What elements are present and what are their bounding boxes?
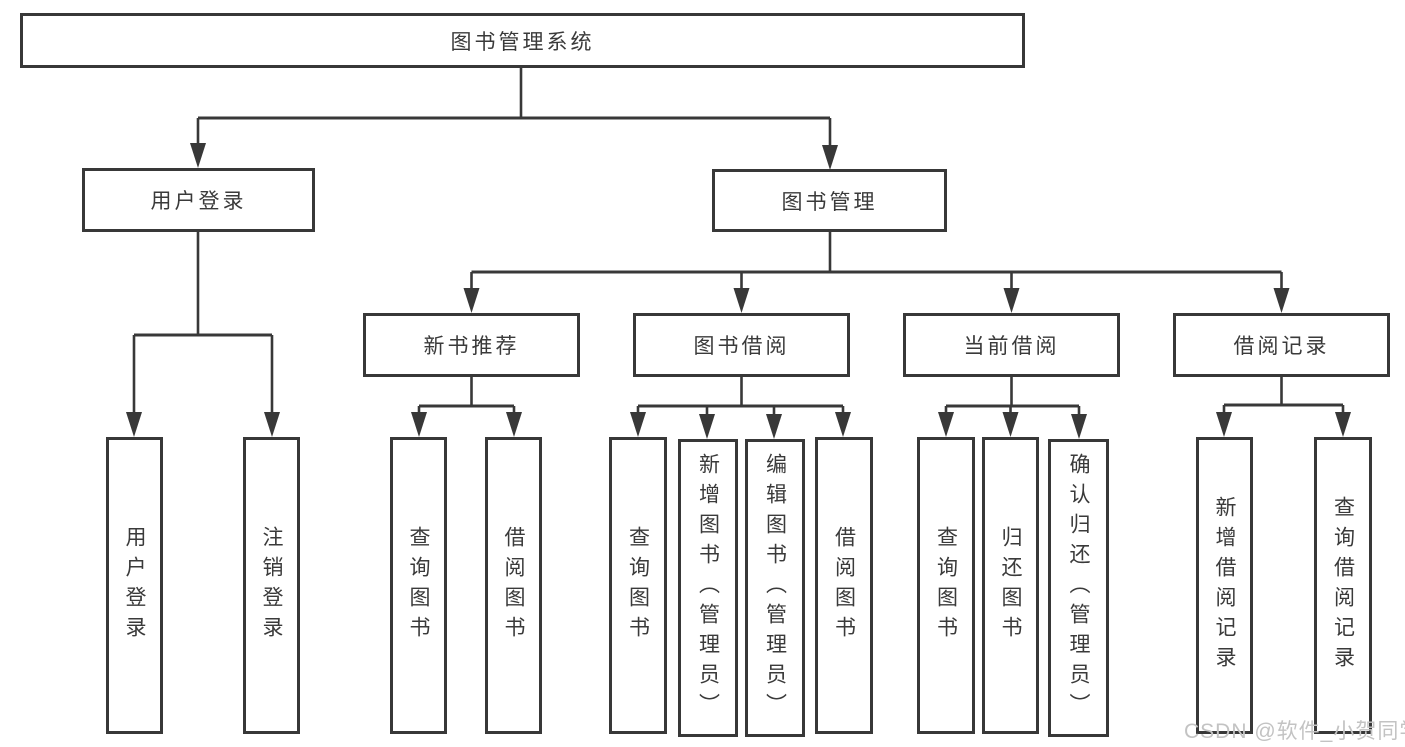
node-label: 新书推荐 [423, 335, 520, 358]
leaf-label: 新增图书（管理员） [696, 453, 720, 723]
leaf-user-login: 用户登录 [106, 437, 163, 734]
node-book-management: 图书管理 [712, 169, 947, 232]
arrowheads [126, 143, 1351, 439]
csdn-watermark: CSDN @软件_小贺同学 [1184, 720, 1405, 743]
leaf-confirm-return-admin: 确认归还（管理员） [1048, 439, 1109, 737]
leaf-query-books-borrowing: 查询图书 [609, 437, 667, 734]
leaf-label: 归还图书 [999, 525, 1022, 646]
leaf-return-books: 归还图书 [982, 437, 1039, 734]
node-label: 借阅记录 [1233, 335, 1330, 358]
leaf-edit-books-admin: 编辑图书（管理员） [745, 439, 805, 737]
node-book-borrowing: 图书借阅 [633, 313, 850, 377]
node-label: 图书管理系统 [450, 30, 595, 54]
leaf-label: 借阅图书 [832, 525, 856, 646]
leaf-borrow-books-borrowing: 借阅图书 [815, 437, 873, 734]
leaf-label: 查询图书 [934, 525, 958, 646]
leaf-query-books-current: 查询图书 [917, 437, 975, 734]
node-library-management-system: 图书管理系统 [20, 13, 1025, 68]
node-user-login: 用户登录 [82, 168, 315, 232]
leaf-label: 查询借阅记录 [1331, 495, 1355, 676]
node-label: 图书借阅 [693, 335, 790, 358]
leaf-query-borrow-record: 查询借阅记录 [1314, 437, 1372, 734]
node-label: 用户登录 [150, 190, 247, 213]
leaf-query-books-recommend: 查询图书 [390, 437, 447, 734]
leaf-label: 查询图书 [626, 525, 650, 646]
leaf-label: 注销登录 [260, 525, 283, 646]
leaf-label: 新增借阅记录 [1213, 495, 1236, 676]
node-label: 图书管理 [781, 190, 878, 214]
leaf-label: 编辑图书（管理员） [763, 453, 787, 723]
leaf-label: 确认归还（管理员） [1067, 453, 1090, 723]
leaf-label: 查询图书 [407, 525, 430, 646]
node-borrow-records: 借阅记录 [1173, 313, 1390, 377]
leaf-add-books-admin: 新增图书（管理员） [678, 439, 738, 737]
leaf-label: 用户登录 [123, 525, 146, 646]
node-current-borrowing: 当前借阅 [903, 313, 1120, 377]
leaf-add-borrow-record: 新增借阅记录 [1196, 437, 1253, 734]
leaf-logout: 注销登录 [243, 437, 300, 734]
leaf-borrow-books-recommend: 借阅图书 [485, 437, 542, 734]
node-label: 当前借阅 [963, 335, 1060, 358]
node-new-book-recommend: 新书推荐 [363, 313, 580, 377]
leaf-label: 借阅图书 [502, 525, 525, 646]
